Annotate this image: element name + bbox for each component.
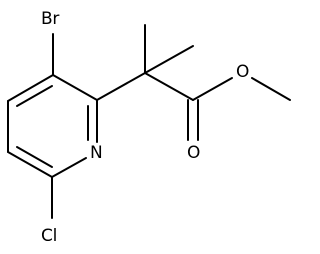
atom-label-o-ester: O xyxy=(236,62,249,82)
bond-o-me xyxy=(251,77,291,101)
atom-label-o-carbonyl: O xyxy=(187,143,200,163)
bond-c2-cq xyxy=(96,72,146,101)
bond-c3-c4 xyxy=(7,74,54,102)
bond-cc-o-ester xyxy=(192,77,233,101)
atom-label-n: N xyxy=(90,143,103,163)
atom-label-cl: Cl xyxy=(41,226,57,246)
bond-cq-me2 xyxy=(144,45,194,74)
bond-cq-cc xyxy=(144,72,194,101)
bond-c5-c6 xyxy=(7,151,53,178)
bond-c5-c6-inner xyxy=(16,146,53,168)
atom-label-br: Br xyxy=(41,9,59,29)
bond-c3-c4-inner xyxy=(16,85,53,107)
structure-diagram: Br N Cl O O xyxy=(7,9,291,246)
bond-c3-c2 xyxy=(52,74,98,101)
bond-c6-n xyxy=(51,157,87,178)
molecule-drawing: Br N Cl O O xyxy=(7,9,291,246)
